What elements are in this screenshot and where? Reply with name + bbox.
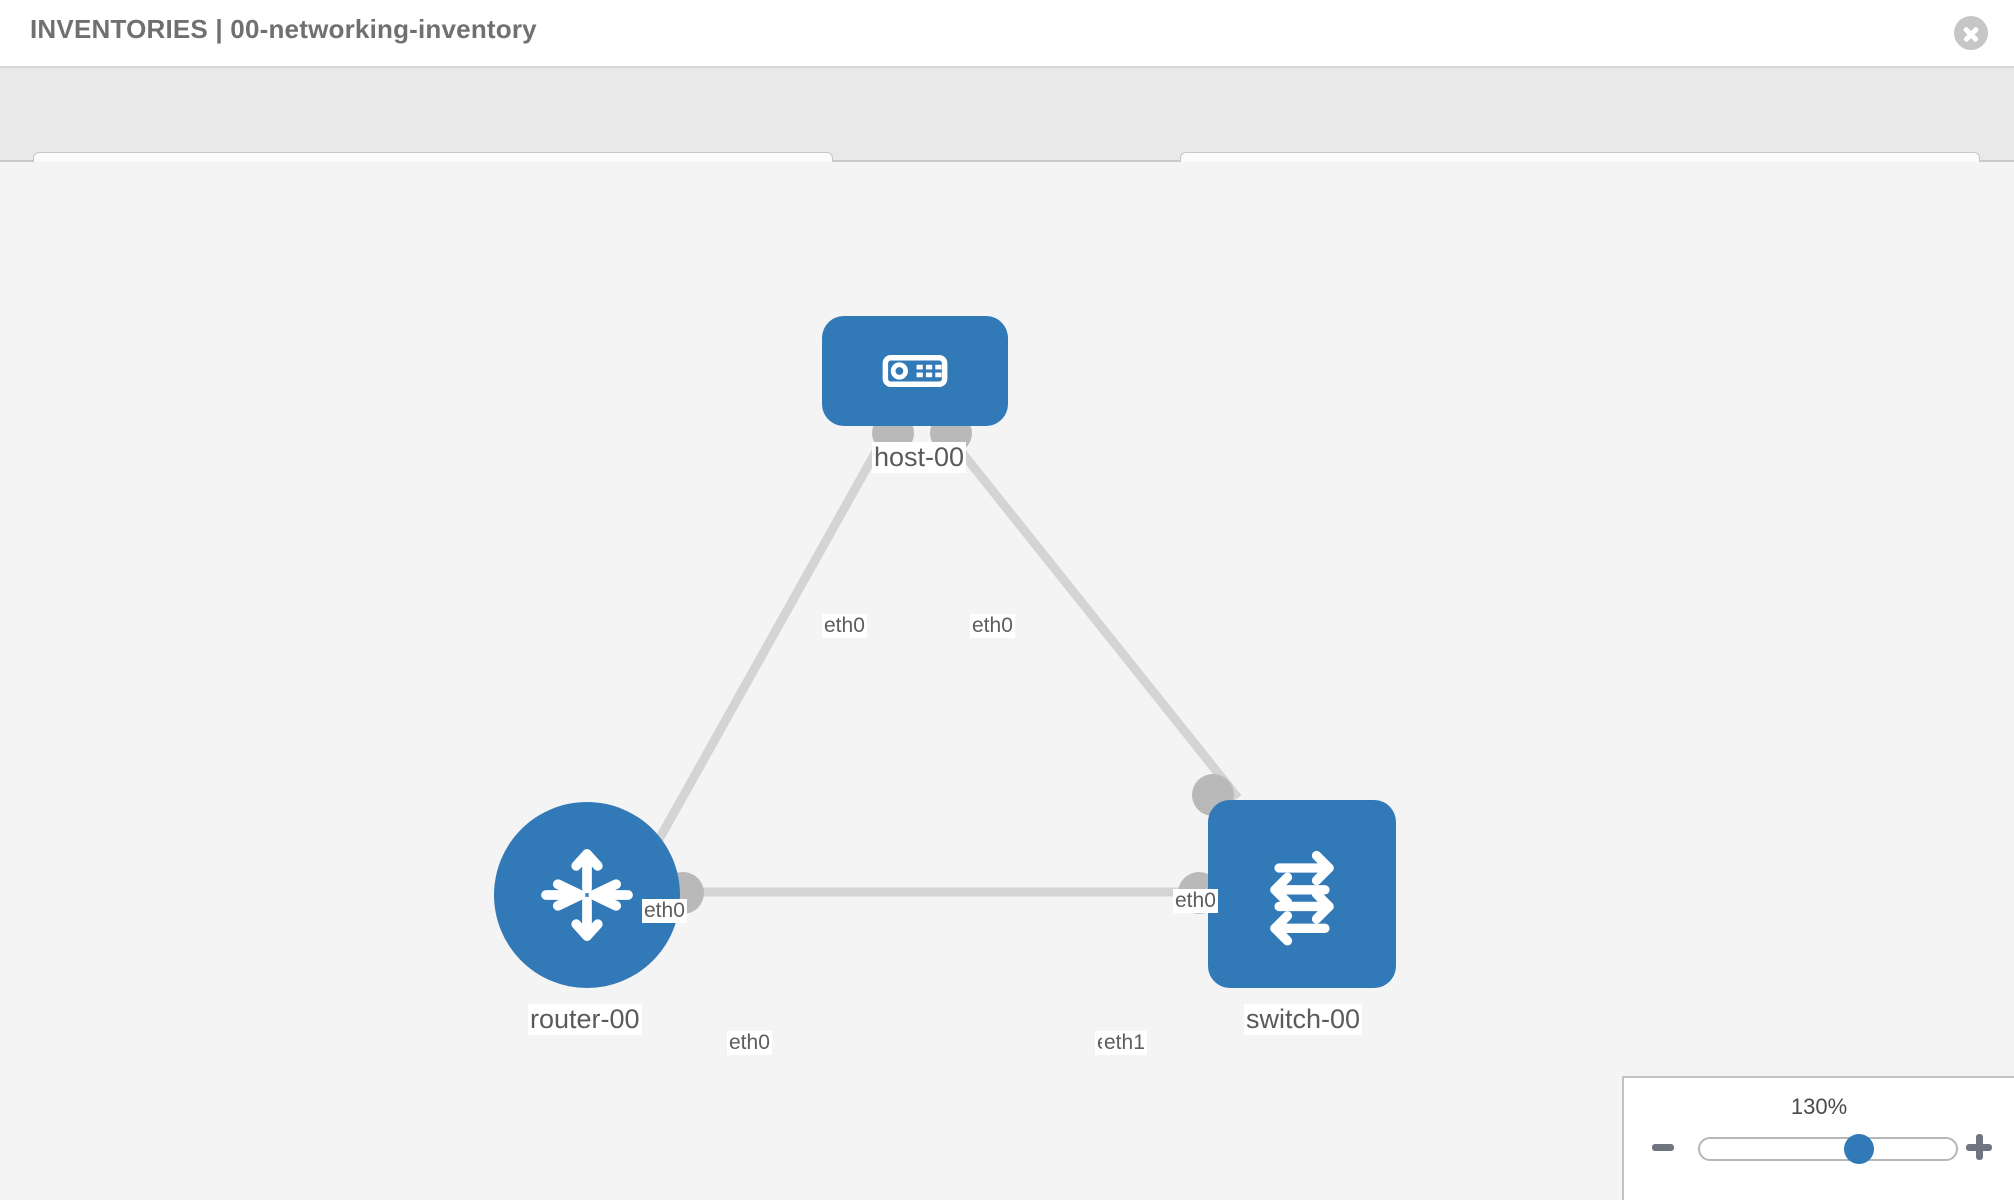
page-header: INVENTORIES | 00-networking-inventory: [0, 0, 2014, 68]
topology-canvas[interactable]: host-00 router-00 switch-00 eth0 eth0 eth0 et…: [0, 162, 2014, 1200]
zoom-controls: [1624, 1130, 2014, 1174]
toolbar: ACTIONS SEARCH: [0, 68, 2014, 210]
zoom-panel: 130%: [1622, 1076, 2014, 1200]
edge-label: eth0: [1173, 889, 1218, 913]
zoom-slider-handle[interactable]: [1843, 1134, 1874, 1164]
zoom-in-button[interactable]: [1966, 1134, 1992, 1160]
switch-icon[interactable]: [1208, 800, 1396, 988]
topology-edge[interactable]: [648, 427, 892, 855]
edge-label: eth0: [822, 614, 867, 638]
page-title: INVENTORIES | 00-networking-inventory: [30, 14, 537, 44]
edge-label: eth1: [1102, 1031, 1147, 1055]
edge-label: eth0: [727, 1031, 772, 1055]
node-label: router-00: [528, 1004, 642, 1035]
host-icon[interactable]: [822, 316, 1008, 426]
zoom-level-value: 130%: [1790, 1094, 1848, 1119]
topology-edge[interactable]: [940, 427, 1242, 801]
node-label: switch-00: [1244, 1004, 1363, 1035]
zoom-slider[interactable]: [1698, 1134, 1958, 1164]
node-label: host-00: [872, 442, 967, 473]
zoom-out-button[interactable]: [1652, 1144, 1674, 1151]
topology-edges: [648, 427, 1242, 897]
edge-label: eth0: [642, 899, 687, 923]
router-icon[interactable]: [494, 802, 680, 988]
edge-label: eth0: [970, 614, 1015, 638]
close-icon[interactable]: [1954, 16, 1988, 50]
